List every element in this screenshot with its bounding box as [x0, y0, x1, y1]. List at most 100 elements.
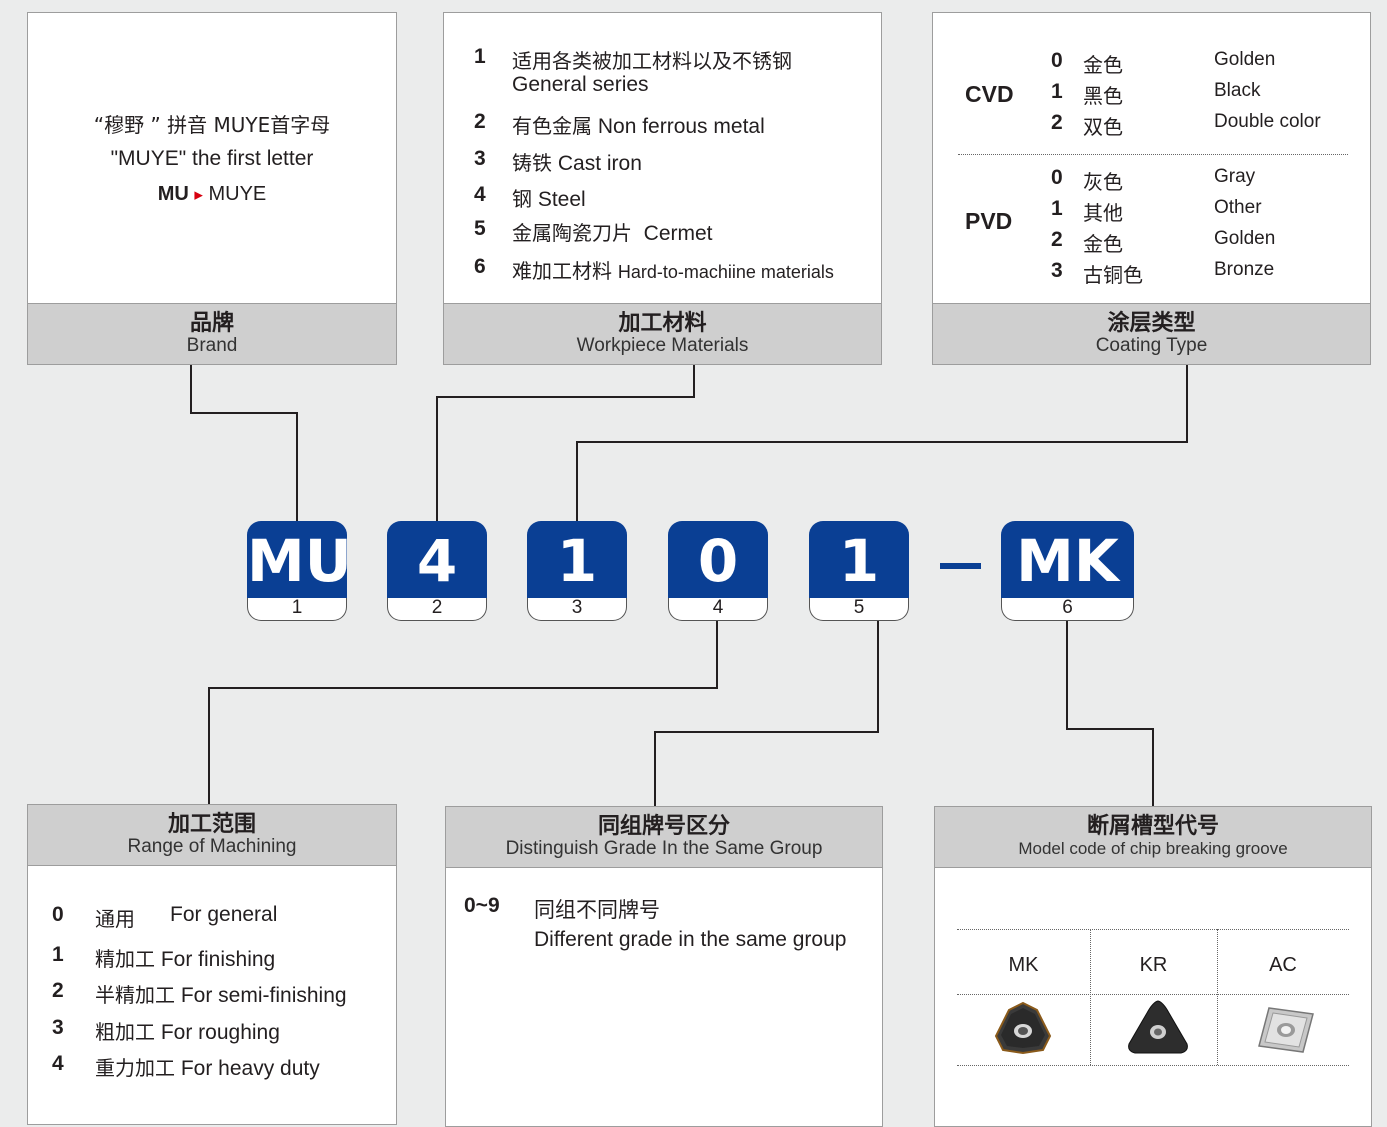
groove-panel: MK KR AC	[934, 867, 1372, 1127]
brand-panel: “穆野 ” 拼音 MUYE首字母 "MUYE" the first letter…	[27, 12, 397, 304]
range-header: 加工范围 Range of Machining	[27, 804, 397, 866]
material-en: General series	[512, 73, 649, 96]
mk-insert-icon	[994, 1001, 1052, 1055]
coating-en: Golden	[1214, 49, 1276, 70]
coating-en: Golden	[1214, 228, 1276, 249]
range-panel: 0 通用 For general 1 精加工 For finishing 2 半…	[27, 865, 397, 1125]
code-value: 1	[809, 521, 909, 598]
code-block-groove: MK 6	[1001, 521, 1134, 621]
coating-num: 0	[1051, 49, 1063, 72]
range-zh: 通用	[95, 907, 135, 931]
code-index: 2	[387, 598, 487, 621]
range-en: For semi-finishing	[180, 984, 347, 1007]
brand-line1: “穆野 ” 拼音 MUYE首字母	[93, 113, 331, 137]
connector-range	[208, 621, 718, 804]
materials-title-zh: 加工材料	[618, 311, 707, 336]
coating-panel: CVD 0 金色 Golden 1 黑色 Black 2 双色 Double c…	[932, 12, 1371, 304]
material-item: 6 难加工材料 Hard-to-machiine materials	[474, 255, 834, 283]
brand-line2: "MUYE" the first letter	[110, 147, 314, 170]
coating-item: 3 古铜色 Bronze	[1051, 259, 1361, 290]
range-en: For finishing	[160, 948, 276, 971]
brand-muye: MUYE	[208, 183, 267, 205]
material-item: 4 钢 Steel	[474, 183, 586, 211]
cvd-list: 0 金色 Golden 1 黑色 Black 2 双色 Double color	[1051, 49, 1361, 142]
pvd-list: 0 灰色 Gray 1 其他 Other 2 金色 Golden 3 古铜色 B…	[1051, 166, 1361, 290]
materials-header: 加工材料 Workpiece Materials	[443, 303, 882, 365]
ac-insert-icon	[1258, 1007, 1314, 1053]
range-num: 0	[52, 903, 64, 926]
range-zh: 粗加工	[95, 1020, 155, 1044]
range-en: For roughing	[160, 1021, 280, 1044]
code-value: 4	[387, 521, 487, 598]
coating-zh: 灰色	[1083, 170, 1123, 194]
connector-materials	[436, 365, 695, 521]
kr-insert-icon	[1128, 1000, 1188, 1054]
material-zh: 适用各类被加工材料以及不锈钢	[512, 49, 792, 73]
coating-en: Double color	[1214, 111, 1321, 132]
grade-title-zh: 同组牌号区分	[597, 814, 730, 839]
coating-item: 1 其他 Other	[1051, 197, 1361, 228]
material-en: Hard-to-machiine materials	[617, 262, 834, 282]
grade-num: 0~9	[464, 894, 500, 917]
groove-title-en: Model code of chip breaking groove	[1018, 839, 1288, 858]
coating-zh: 金色	[1083, 232, 1123, 256]
code-block-range: 0 4	[668, 521, 768, 621]
brand-title-zh: 品牌	[189, 311, 234, 336]
range-title-en: Range of Machining	[127, 836, 297, 857]
range-num: 1	[52, 943, 64, 966]
coating-zh: 古铜色	[1083, 263, 1143, 287]
range-item: 2 半精加工 For semi-finishing	[52, 979, 347, 1007]
code-block-material: 4 2	[387, 521, 487, 621]
code-index: 1	[247, 598, 347, 621]
code-index: 4	[668, 598, 768, 621]
code-value: 0	[668, 521, 768, 598]
groove-col-divider	[1090, 929, 1091, 1065]
material-num: 6	[474, 255, 486, 278]
material-num: 5	[474, 217, 486, 240]
groove-table-mid	[957, 994, 1349, 995]
grade-zh: 同组不同牌号	[534, 898, 660, 922]
brand-title-en: Brand	[186, 335, 238, 356]
materials-title-en: Workpiece Materials	[576, 335, 749, 356]
cvd-label: CVD	[965, 81, 1014, 107]
material-en: Cast iron	[557, 152, 642, 175]
coating-num: 2	[1051, 228, 1063, 251]
grade-header: 同组牌号区分 Distinguish Grade In the Same Gro…	[445, 806, 883, 868]
coating-header: 涂层类型 Coating Type	[932, 303, 1371, 365]
material-zh: 金属陶瓷刀片	[512, 221, 632, 245]
code-index: 3	[527, 598, 627, 621]
material-zh: 难加工材料	[512, 259, 612, 283]
connector-coating	[576, 365, 1188, 521]
groove-label-mk: MK	[1008, 954, 1039, 976]
code-value: 1	[527, 521, 627, 598]
coating-item: 1 黑色 Black	[1051, 80, 1361, 111]
range-num: 2	[52, 979, 64, 1002]
code-block-brand: MU 1	[247, 521, 352, 621]
connector-grade	[654, 621, 879, 806]
range-item: 1 精加工 For finishing	[52, 943, 275, 971]
materials-panel: 1 适用各类被加工材料以及不锈钢 General series 2 有色金属 N…	[443, 12, 882, 304]
range-en: For general	[170, 903, 278, 926]
material-en: Cermet	[643, 222, 713, 245]
range-zh: 精加工	[95, 947, 155, 971]
range-num: 3	[52, 1016, 64, 1039]
material-item: 2 有色金属 Non ferrous metal	[474, 110, 765, 138]
range-title-zh: 加工范围	[167, 812, 256, 837]
brand-line3: MU ▸ MUYE	[28, 183, 396, 206]
code-value: MK	[1001, 521, 1134, 598]
range-en: For heavy duty	[180, 1057, 320, 1080]
code-separator-dash	[940, 563, 981, 569]
pvd-label: PVD	[965, 208, 1013, 234]
code-value: MU	[247, 521, 352, 598]
coating-zh: 黑色	[1083, 84, 1123, 108]
coating-en: Black	[1214, 80, 1261, 101]
code-block-grade: 1 5	[809, 521, 909, 621]
coating-zh: 其他	[1083, 201, 1123, 225]
material-num: 2	[474, 110, 486, 133]
range-item: 4 重力加工 For heavy duty	[52, 1052, 320, 1080]
range-num: 4	[52, 1052, 64, 1075]
coating-en: Bronze	[1214, 259, 1275, 280]
material-en: Non ferrous metal	[597, 115, 765, 138]
code-block-coating: 1 3	[527, 521, 627, 621]
coating-item: 0 金色 Golden	[1051, 49, 1361, 80]
